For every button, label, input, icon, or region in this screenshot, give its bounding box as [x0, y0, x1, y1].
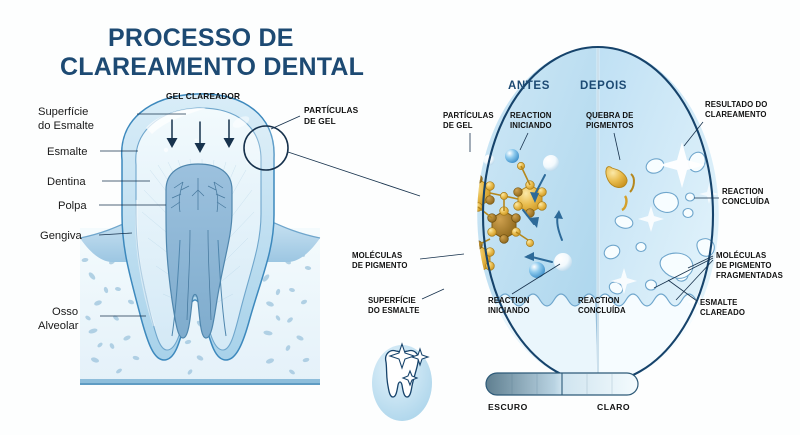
label-reaction-concluida-bottom-2: CONCLUÍDA [578, 306, 626, 315]
label-superficie-esmalte-1: Superfície [38, 106, 88, 118]
label-reaction-iniciando-top-2: INICIANDO [510, 121, 552, 130]
label-moleculas-pigmento-2: DE PIGMENTO [352, 261, 408, 270]
label-esmalte: Esmalte [47, 146, 87, 158]
label-fragmentadas-3: FRAGMENTADAS [716, 271, 783, 280]
label-osso-alveolar-1: Osso [52, 306, 78, 318]
label-quebra-pigmentos-1: QUEBRA DE [586, 111, 633, 120]
label-superficie-esmalte-2: do Esmalte [38, 120, 94, 132]
page-title-line1: PROCESSO DE [108, 24, 294, 52]
pulp-nerves [170, 178, 227, 321]
tooth-cross-section [79, 93, 321, 385]
magnified-view [451, 45, 719, 385]
label-reaction-concluida-right-1: REACTION [722, 187, 764, 196]
gel-arrows [166, 119, 235, 153]
gel-particle [529, 262, 545, 278]
label-gengiva: Gengiva [40, 230, 82, 242]
label-reaction-concluida-bottom-1: REACTION [578, 296, 620, 305]
gel-particle [554, 253, 572, 271]
label-particulas-gel-inner-2: DE GEL [443, 121, 473, 130]
label-moleculas-pigmento-1: MOLÉCULAS [352, 251, 402, 260]
label-particulas-de-gel-2: DE GEL [304, 116, 336, 126]
label-superficie-esmalte-inner-2: DO ESMALTE [368, 306, 420, 315]
shade-scale [485, 372, 639, 396]
label-osso-alveolar-2: Alveolar [38, 320, 79, 332]
heading-depois: DEPOIS [580, 80, 627, 92]
label-particulas-de-gel-1: PARTÍCULAS [304, 105, 359, 115]
pigment-fragments [603, 142, 719, 314]
label-claro: CLARO [597, 402, 630, 412]
gel-particle [451, 221, 467, 237]
label-quebra-pigmentos-2: PIGMENTOS [586, 121, 634, 130]
sparkle-icon [388, 342, 430, 387]
label-particulas-gel-inner-1: PARTÍCULAS [443, 111, 494, 120]
magnifier-lens [243, 125, 289, 171]
label-polpa: Polpa [58, 200, 87, 212]
label-gel-clareador: GEL CLAREADOR [166, 91, 240, 101]
label-dentina: Dentina [47, 176, 86, 188]
label-resultado-clareamento-1: RESULTADO DO [705, 100, 767, 109]
label-reaction-iniciando-bottom-1: REACTION [488, 296, 530, 305]
tooth-label-group: Superfície do Esmalte Esmalte Dentina Po… [38, 106, 186, 332]
page-title-line2: CLAREAMENTO DENTAL [60, 53, 364, 81]
label-fragmentadas-1: MOLÉCULAS [716, 251, 766, 260]
gel-particle [453, 281, 467, 295]
label-reaction-iniciando-top-1: REACTION [510, 111, 552, 120]
sparkle-group [611, 142, 719, 314]
heading-antes: ANTES [508, 80, 550, 92]
gel-particle [505, 149, 519, 163]
label-esmalte-clareado-1: ESMALTE [700, 298, 737, 307]
gel-particle [543, 155, 559, 171]
label-reaction-iniciando-bottom-2: INICIANDO [488, 306, 530, 315]
label-resultado-clareamento-2: CLAREAMENTO [705, 110, 767, 119]
label-reaction-concluida-right-2: CONCLUÍDA [722, 197, 770, 206]
tooth-badge-icon [372, 342, 432, 421]
residual-pigment [605, 166, 628, 188]
label-esmalte-clareado-2: CLAREADO [700, 308, 745, 317]
label-fragmentadas-2: DE PIGMENTO [716, 261, 772, 270]
label-superficie-esmalte-inner-1: SUPERFÍCIE [368, 296, 416, 305]
fragment-blob-group [603, 151, 715, 295]
gel-particle [459, 154, 475, 170]
label-escuro: ESCURO [488, 402, 528, 412]
